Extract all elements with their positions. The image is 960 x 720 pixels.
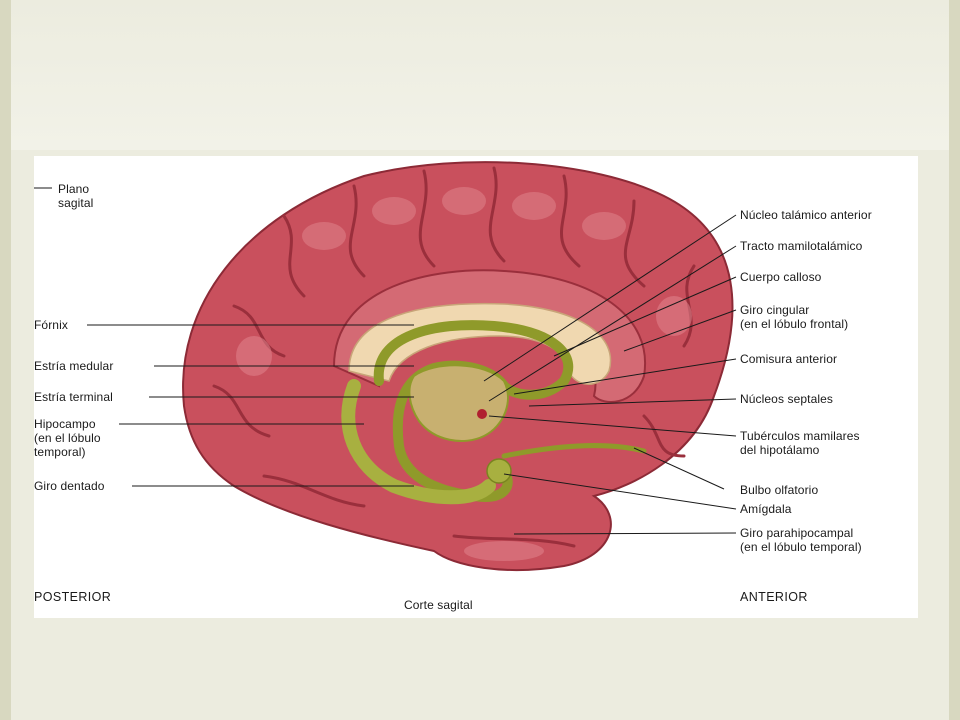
mammillary-body	[477, 409, 487, 419]
label-estria-terminal: Estría terminal	[34, 390, 113, 404]
label-giro-dentado: Giro dentado	[34, 479, 105, 493]
label-giro-cingular: Giro cingular (en el lóbulo frontal)	[740, 303, 849, 331]
corpus-callosum	[348, 302, 612, 385]
label-comisura-anterior: Comisura anterior	[740, 352, 838, 366]
label-cuerpo-calloso: Cuerpo calloso	[740, 270, 822, 284]
label-plano-sagital: Plano sagital	[58, 182, 94, 210]
olfactory-bulb	[501, 443, 647, 459]
label-bulbo-olfatorio: Bulbo olfatorio	[740, 483, 819, 497]
frame-edge-right	[949, 0, 960, 720]
label-anterior: ANTERIOR	[740, 590, 808, 604]
sulci	[212, 166, 696, 548]
slide-header-band	[11, 0, 949, 150]
label-tuberculos-mamilares: Tubérculos mamilares del hipotálamo	[740, 429, 860, 457]
label-giro-parahipocampal: Giro parahipocampal (en el lóbulo tempor…	[740, 526, 862, 554]
leader-lines-left	[34, 187, 414, 487]
label-fornix: Fórnix	[34, 318, 68, 332]
leader-lines-right	[483, 214, 737, 535]
brain-illustration	[34, 161, 737, 571]
frame-edge-left	[0, 0, 11, 720]
brain-sagittal-figure: Plano sagital Fórnix Estría medular Estr…	[34, 156, 918, 618]
label-estria-medular: Estría medular	[34, 359, 114, 373]
label-posterior: POSTERIOR	[34, 590, 112, 604]
thalamus	[408, 364, 509, 442]
label-amigdala: Amígdala	[740, 502, 792, 516]
label-nucleos-septales: Núcleos septales	[740, 392, 833, 406]
label-nucleo-talamico-anterior: Núcleo talámico anterior	[740, 208, 872, 222]
label-tracto-mamilotalamico: Tracto mamilotalámico	[740, 239, 863, 253]
amygdala	[486, 458, 512, 484]
figure-caption: Corte sagital	[404, 598, 473, 612]
label-hipocampo: Hipocampo (en el lóbulo temporal)	[34, 417, 101, 459]
